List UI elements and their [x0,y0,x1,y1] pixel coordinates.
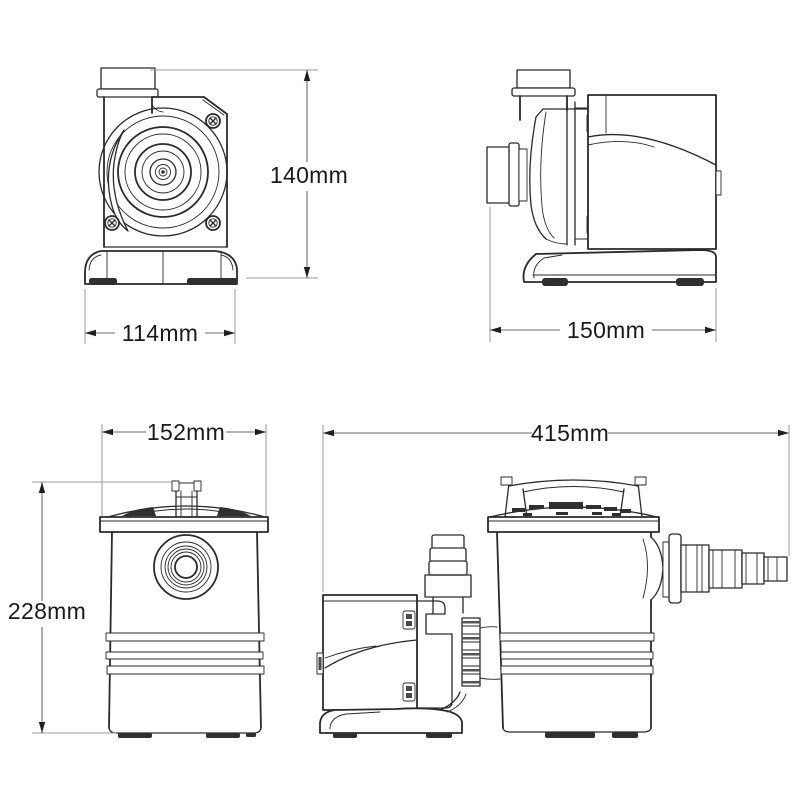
dim-length-assembly: 415mm [322,420,790,592]
view-pump-b-front: 152mm 228mm [8,419,269,738]
mounting-screws [104,113,221,231]
dim-width-pump-b: 152mm [101,419,267,516]
cord-latch [715,170,722,196]
clamp-ring [461,617,501,687]
dim-height-pump-a: 140mm [150,69,348,279]
stepped-hose-adapter [662,533,788,604]
dim-label-pump-b-width: 152mm [147,419,225,445]
dim-label-pump-a-height: 140mm [270,162,348,188]
volute-face [98,107,228,237]
dim-height-pump-b: 228mm [8,481,172,734]
canister-handle [500,476,647,518]
dim-width-pump-a: 114mm [84,289,236,346]
intake-vane [107,129,129,232]
pump-housing [103,96,228,248]
canister-flange [487,516,660,533]
threaded-outlet-top [511,69,576,121]
motor-housing [587,94,722,250]
canister-lid [487,502,660,533]
view-pump-a-side: 150mm [486,69,722,343]
top-nozzle [171,480,202,518]
dim-label-pump-a-length: 150mm [567,317,645,343]
top-flange [99,516,269,533]
threaded-inlet-side [486,142,528,207]
pump-head-small [416,600,453,709]
dim-label-pump-a-width: 114mm [122,320,199,346]
threaded-outlet [96,67,159,98]
dim-label-pump-b-height: 228mm [8,598,86,624]
canister-body-side [496,531,664,738]
view-pump-b-assembly: 415mm [316,420,790,738]
vertical-outlet-barb [424,534,472,614]
dim-label-assembly-length: 415mm [531,420,609,446]
pump-head-side [529,101,591,246]
inlet-port [153,534,219,600]
union-nut [424,574,472,598]
view-pump-a-front: 140mm 114mm [84,67,348,346]
lid-dome [107,505,266,518]
pump-base-small [319,691,467,738]
motor-housing-small [316,594,418,711]
canister-body-front [105,531,265,738]
pump-base [84,250,238,285]
pump-base-side [522,249,717,286]
dim-length-pump-a-side: 150mm [489,207,717,343]
